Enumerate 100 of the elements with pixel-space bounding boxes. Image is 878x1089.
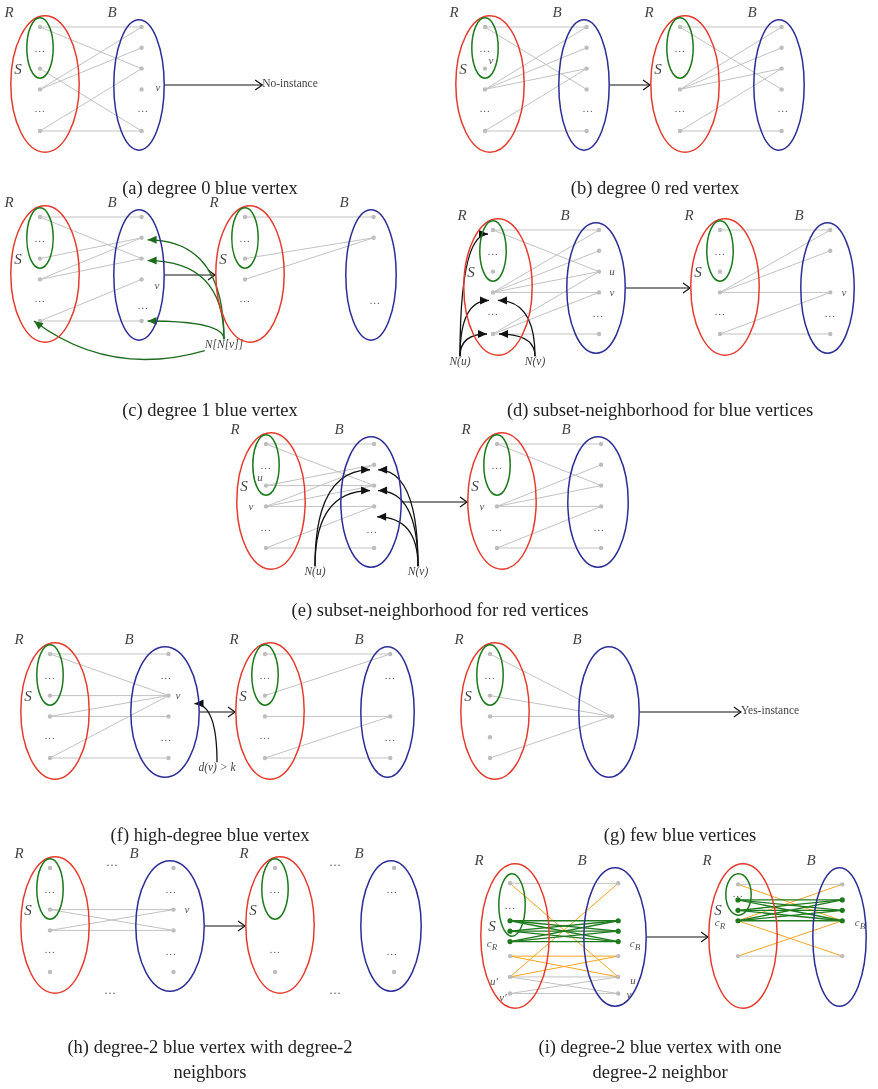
ellipsis-mark: …: [104, 982, 116, 998]
vertex-label: v: [488, 54, 494, 66]
vertex-label: …: [45, 669, 55, 681]
implication-arrow: [164, 79, 263, 91]
set-label: R: [229, 631, 239, 647]
vertex-label: …: [387, 883, 397, 895]
caption: (f) high-degree blue vertex: [110, 823, 310, 847]
vertex-label: v: [155, 81, 161, 93]
vertex-label: …: [45, 943, 55, 955]
vertex-label: …: [715, 245, 725, 257]
set-label: R: [239, 845, 249, 861]
vertex-label: …: [488, 305, 498, 317]
set-label: B: [577, 852, 587, 868]
vertex-label: u: [630, 974, 636, 986]
vertex-label: …: [593, 307, 603, 319]
vertex-label: v: [175, 689, 181, 701]
set-label: S: [488, 918, 496, 934]
set-label: R: [684, 207, 694, 223]
set-label: S: [464, 688, 472, 704]
implication-arrow: [376, 513, 419, 567]
implication-arrow: [646, 931, 709, 943]
implication-arrow: [33, 320, 206, 361]
set-label: R: [461, 421, 471, 437]
vertex-label: …: [138, 102, 148, 114]
vertex-label: …: [45, 729, 55, 741]
vertex-label: …: [480, 42, 490, 54]
implication-arrow: [314, 487, 371, 567]
set-label: B: [561, 421, 571, 437]
vertex-label: v: [841, 286, 847, 298]
annotation-label: N(v): [407, 566, 429, 578]
set-label: R: [644, 4, 654, 20]
vertex-label: …: [480, 102, 490, 114]
vertex-label: …: [583, 102, 593, 114]
annotation-label: N(u): [449, 356, 471, 368]
annotation-label: N(u): [304, 566, 326, 578]
implication-arrow: [639, 706, 742, 718]
vertex-label: …: [675, 42, 685, 54]
vertex-label: v: [626, 988, 632, 1000]
set-label: R: [454, 631, 464, 647]
set-label: R: [4, 194, 14, 210]
vertex-label: …: [367, 523, 377, 535]
implication-arrow: [459, 297, 490, 357]
vertex-label: …: [161, 669, 171, 681]
set-label: B: [806, 852, 816, 868]
set-label: B: [339, 194, 349, 210]
set-label: S: [249, 902, 257, 918]
set-label: S: [467, 264, 475, 280]
ellipsis-mark: …: [106, 854, 118, 870]
vertex-label: …: [161, 731, 171, 743]
caption: (e) subset-neighborhood for red vertices: [291, 598, 589, 622]
vertex-label: …: [35, 42, 45, 54]
vertex-label: …: [270, 943, 280, 955]
vertex-label: …: [733, 887, 743, 899]
implication-arrow: [609, 79, 651, 91]
vertex-label: …: [260, 669, 270, 681]
set-label: S: [239, 688, 247, 704]
set-label: R: [457, 207, 467, 223]
caption: (d) subset-neighborhood for blue vertices: [506, 398, 814, 422]
implication-arrow: [146, 257, 225, 340]
implication-arrow: [199, 706, 236, 718]
set-label: S: [24, 902, 32, 918]
vertex-label: c$_{R}$: [714, 916, 726, 932]
implication-arrow: [497, 297, 536, 357]
vertex-label: …: [488, 245, 498, 257]
implication-arrow: [146, 317, 225, 340]
annotation-label: d(v) > k: [198, 762, 236, 774]
implication-arrow: [204, 920, 246, 932]
vertex-label: v: [154, 279, 160, 291]
vertex-label: …: [778, 102, 788, 114]
set-label: R: [14, 845, 24, 861]
vertex-label: …: [138, 299, 148, 311]
vertex-label: c$_{R}$: [486, 937, 498, 953]
vertex-label: …: [492, 459, 502, 471]
set-label: B: [552, 4, 562, 20]
vertex-label: …: [240, 292, 250, 304]
vertex-label: …: [387, 945, 397, 957]
set-label: R: [14, 631, 24, 647]
ellipsis-mark: …: [329, 854, 341, 870]
vertex-label: …: [260, 729, 270, 741]
vertex-label: …: [166, 883, 176, 895]
set-label: B: [354, 631, 364, 647]
set-label: R: [230, 421, 240, 437]
annotation-label: No-instance: [262, 78, 318, 90]
set-label: B: [129, 845, 139, 861]
vertex-label: …: [485, 669, 495, 681]
annotation-label: N[N[v]]: [204, 339, 244, 351]
set-label: B: [560, 207, 570, 223]
set-label: B: [572, 631, 582, 647]
set-label: S: [654, 61, 662, 77]
vertex-label: v′: [499, 991, 507, 1003]
vertex-label: …: [675, 102, 685, 114]
vertex-label: v: [248, 500, 254, 512]
set-label: R: [702, 852, 712, 868]
set-label: B: [794, 207, 804, 223]
implication-arrow: [625, 282, 691, 294]
vertex-label: …: [385, 669, 395, 681]
vertex-label: u′: [490, 975, 498, 987]
implication-arrow: [164, 269, 216, 281]
caption: (i) degree-2 blue vertex with one degree-2 neighbor: [537, 1036, 783, 1084]
annotation-label: Yes-instance: [740, 705, 800, 717]
